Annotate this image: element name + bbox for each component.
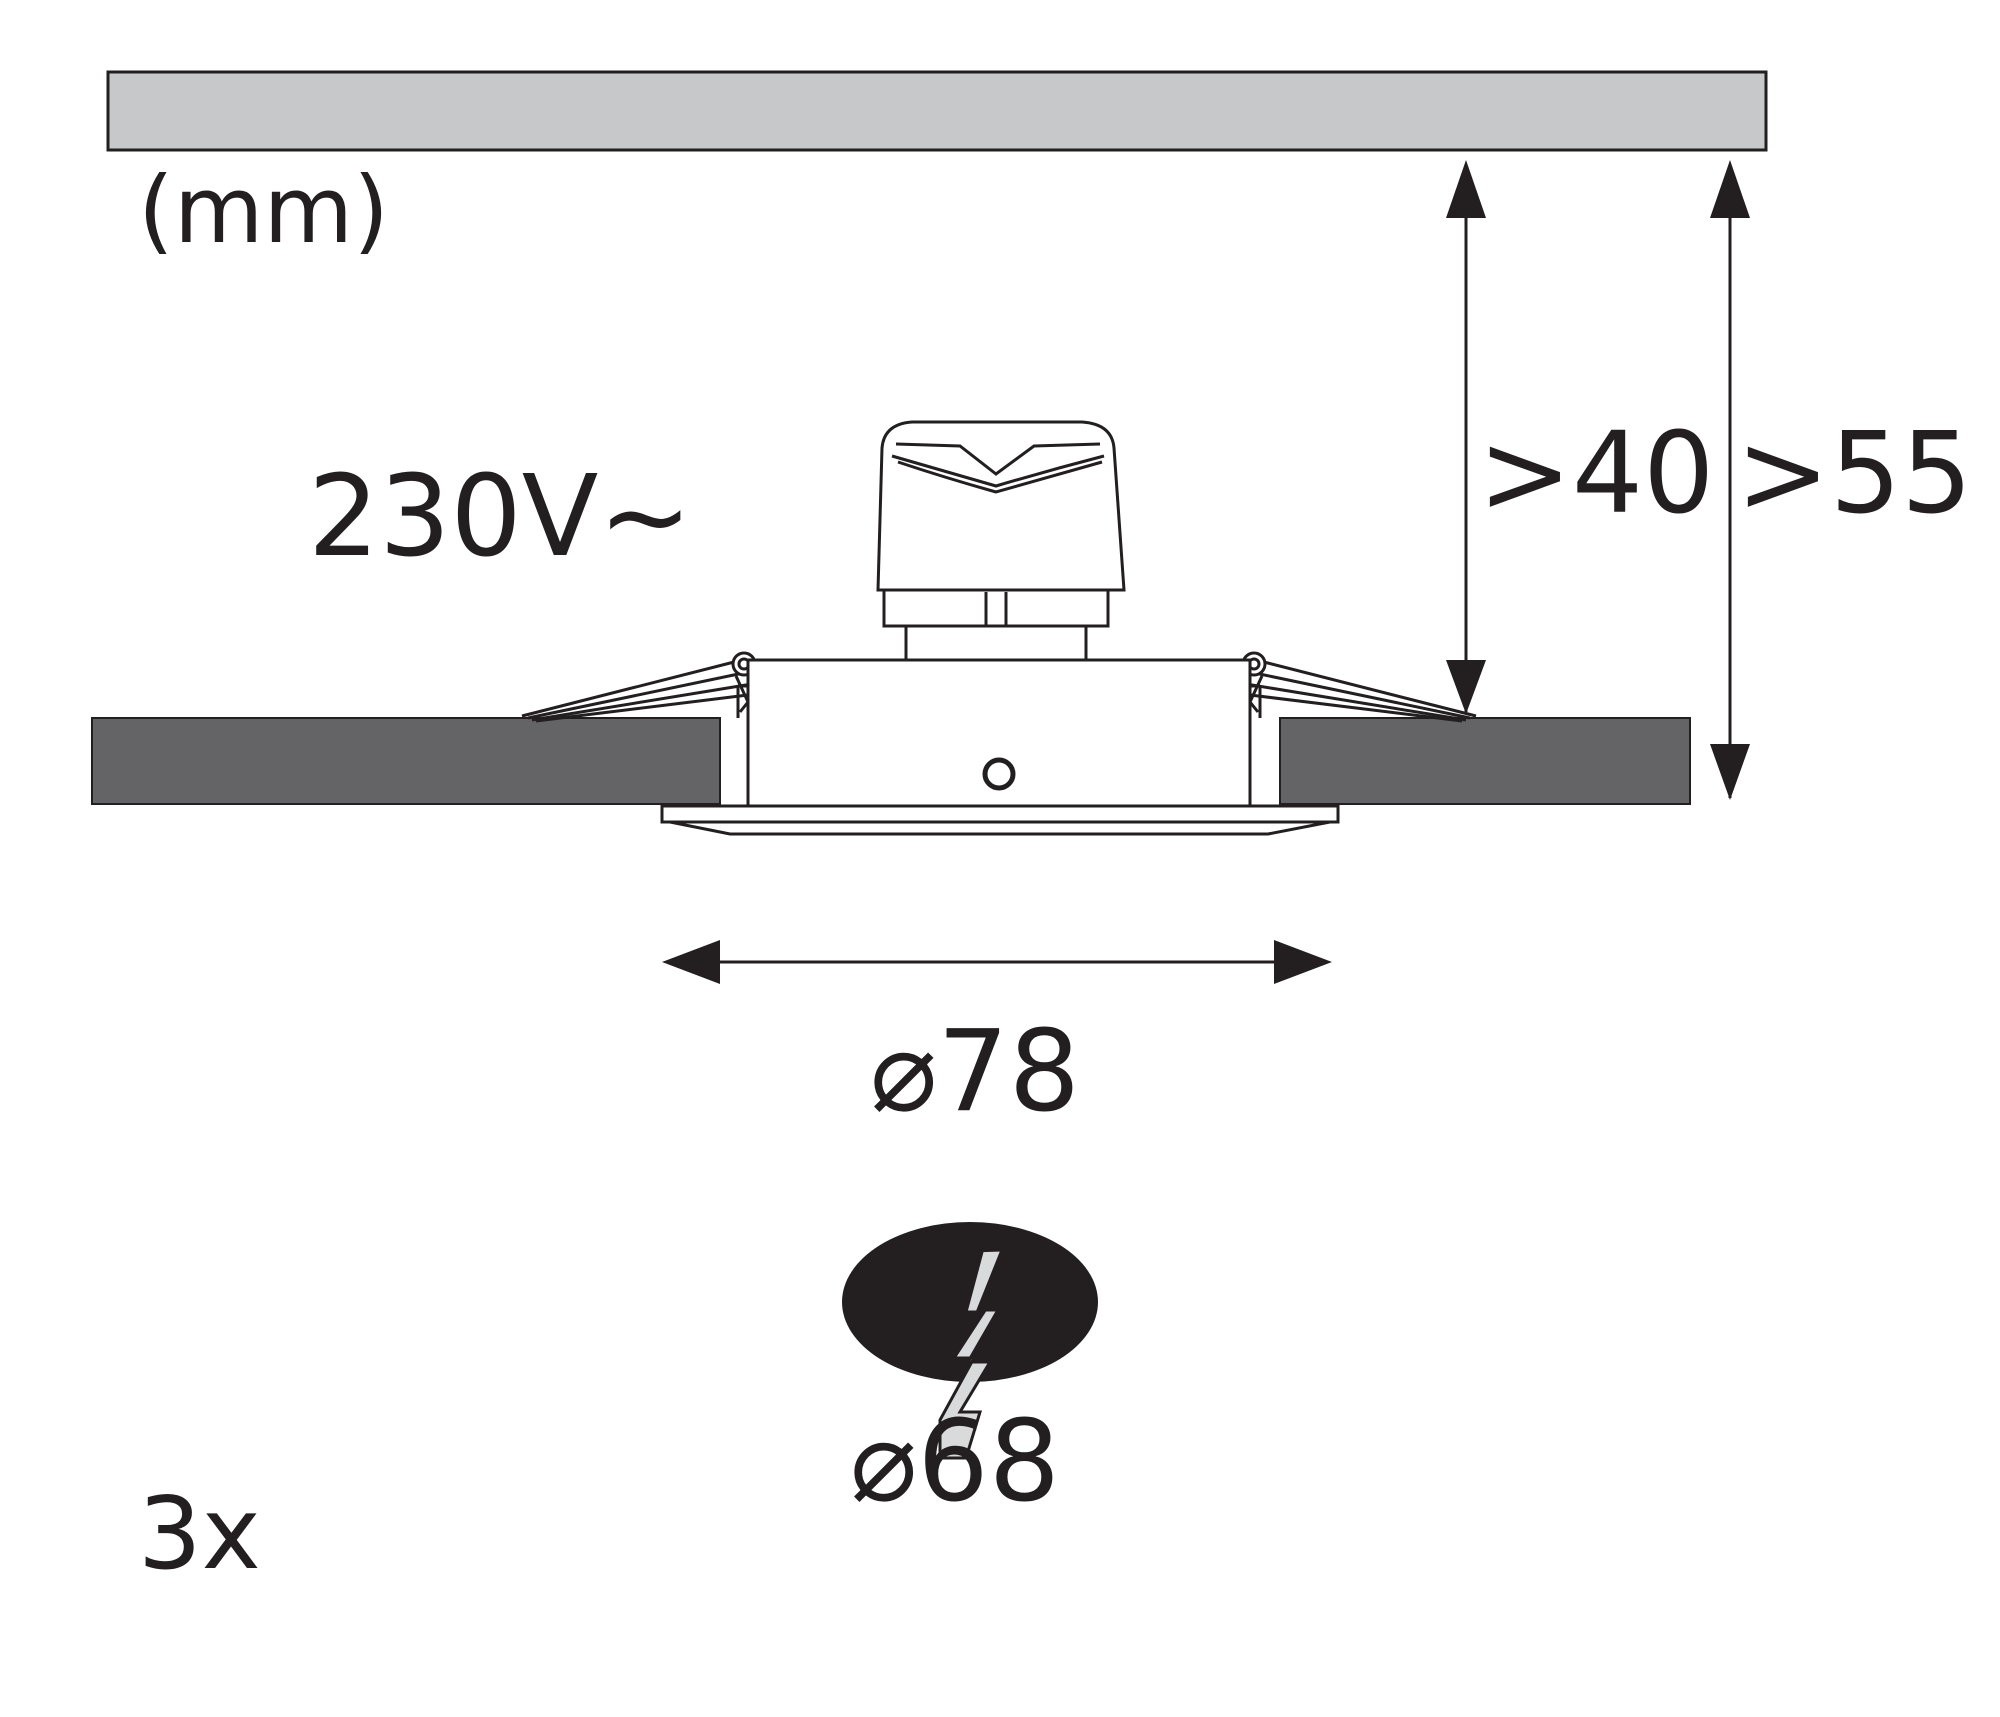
ceiling-board-right xyxy=(1279,717,1691,805)
luminaire-housing xyxy=(660,658,1340,836)
spring-clip-left xyxy=(521,651,757,723)
spring-clip-right xyxy=(1241,651,1477,723)
cutout-diameter-label: ⌀68 xyxy=(850,1397,1060,1527)
voltage-label: 230V~ xyxy=(308,452,692,582)
outer-diameter-arrowhead-right xyxy=(1274,940,1332,984)
quantity-label: 3x xyxy=(138,1475,261,1592)
depth-total-arrowhead-top xyxy=(1710,160,1750,218)
depth-min-label: >40 xyxy=(1478,409,1714,539)
depth-min-arrowhead-bottom xyxy=(1446,660,1486,714)
outer-diameter-arrowhead-left xyxy=(662,940,720,984)
depth-min-arrowhead-top xyxy=(1446,160,1486,218)
ceiling-slab xyxy=(106,70,1768,152)
depth-total-label: >55 xyxy=(1736,409,1972,539)
depth-total-arrowhead-bottom xyxy=(1710,744,1750,800)
unit-label: (mm) xyxy=(138,157,389,264)
ceiling-board-left xyxy=(91,717,721,805)
led-module xyxy=(876,420,1126,662)
outer-diameter-label: ⌀78 xyxy=(870,1007,1080,1137)
saw-bolt-icon xyxy=(938,1248,1005,1460)
